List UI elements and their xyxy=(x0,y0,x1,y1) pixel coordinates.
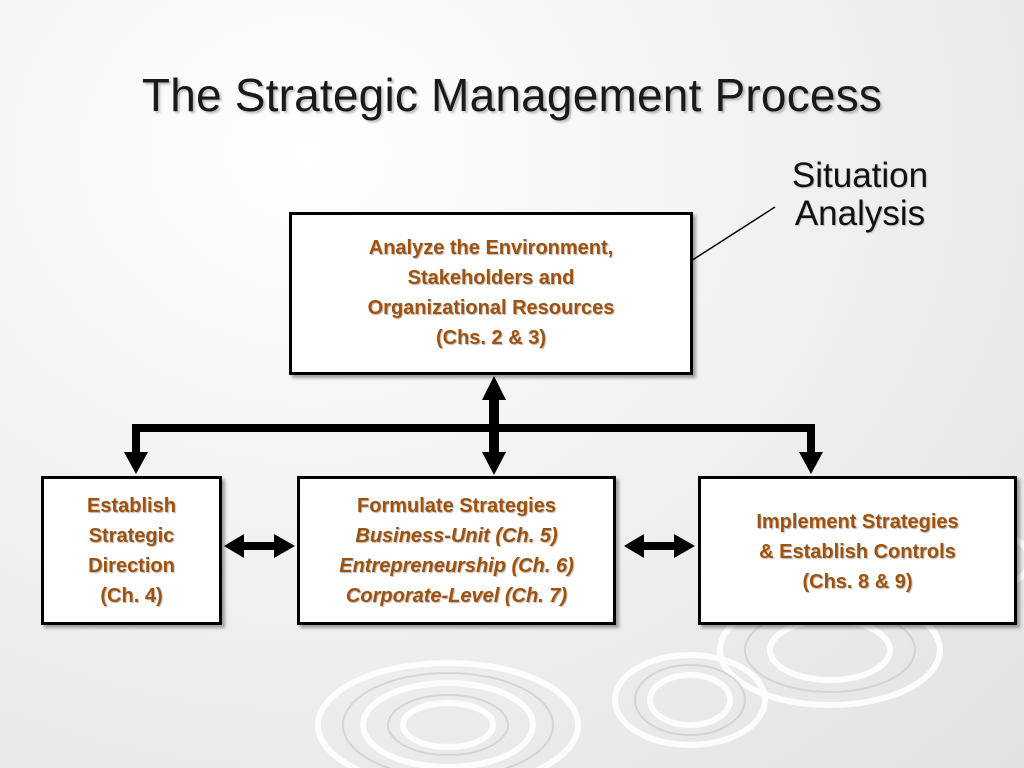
box-line: Strategic xyxy=(88,524,175,547)
drop-line-left xyxy=(132,424,140,452)
right-double-arrow-head-right xyxy=(674,534,695,558)
slide-title: The Strategic Management Process xyxy=(141,69,883,121)
analyze-environment-box: Analyze the Environment, Stakeholders an… xyxy=(289,212,693,375)
left-double-arrow-shaft xyxy=(240,542,278,550)
arrowhead-down-left xyxy=(124,452,148,474)
box-line: (Chs. 8 & 9) xyxy=(802,571,913,593)
connector-bus xyxy=(132,424,815,432)
box-line: Analyze the Environment, xyxy=(368,237,614,259)
drop-line-right xyxy=(807,424,815,452)
box-line: Organizational Resources xyxy=(367,297,615,319)
box-line: Direction xyxy=(88,554,175,577)
left-double-arrow-head-left xyxy=(224,534,244,558)
box-line: (Ch. 4) xyxy=(100,584,163,607)
box-line: Entrepreneurship (Ch. 6) xyxy=(339,554,574,577)
establish-direction-box: Establish Strategic Direction (Ch. 4) xyxy=(41,476,222,625)
box-line: Establish xyxy=(87,494,176,517)
arrowhead-down-right xyxy=(799,452,823,474)
callout-pointer-line xyxy=(679,206,776,269)
box-line: Implement Strategies xyxy=(756,511,959,533)
situation-analysis-callout: Situation Analysis xyxy=(760,157,960,233)
box-line: & Establish Controls xyxy=(759,541,956,563)
right-double-arrow-shaft xyxy=(640,542,678,550)
box-line: Corporate-Level (Ch. 7) xyxy=(345,584,568,607)
box-line: Formulate Strategies xyxy=(357,494,556,517)
box-line: (Chs. 2 & 3) xyxy=(435,327,547,349)
center-vertical-line xyxy=(489,398,499,454)
implement-strategies-box: Implement Strategies & Establish Control… xyxy=(698,476,1017,625)
callout-line: Analysis xyxy=(794,194,926,233)
callout-line: Situation xyxy=(791,156,929,195)
arrowhead-up-center xyxy=(482,376,506,400)
arrowhead-down-center xyxy=(482,452,506,475)
right-double-arrow-head-left xyxy=(624,534,644,558)
box-line: Business-Unit (Ch. 5) xyxy=(355,524,558,547)
box-line: Stakeholders and xyxy=(407,267,575,289)
left-double-arrow-head-right xyxy=(274,534,295,558)
formulate-strategies-box: Formulate Strategies Business-Unit (Ch. … xyxy=(297,476,616,625)
